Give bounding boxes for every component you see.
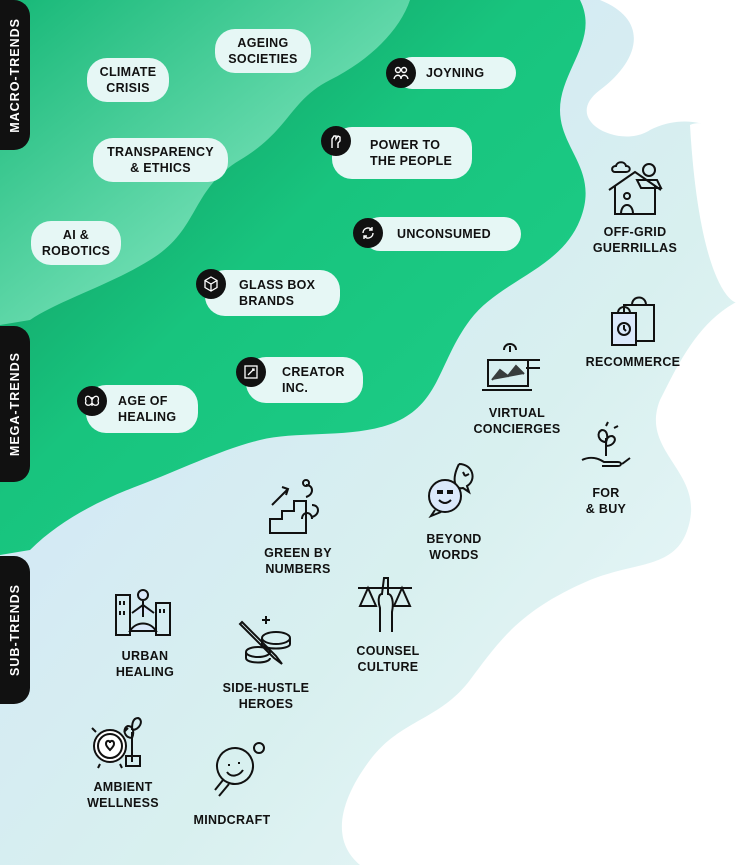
sub-recommerce: RECOMMERCE	[585, 355, 681, 369]
joyning-icon	[386, 58, 416, 88]
sub-virtual-concierges: VIRTUAL CONCIERGES	[473, 406, 561, 436]
macro-ageing-societies: AGEING SOCIETIES	[215, 29, 311, 73]
tier-label: MACRO-TRENDS	[8, 17, 22, 133]
raised-fist-icon	[321, 126, 351, 156]
cycle-arrows-icon	[353, 218, 383, 248]
tier-macro-trends: MACRO-TRENDS	[0, 0, 30, 150]
tier-mega-trends: MEGA-TRENDS	[0, 326, 30, 482]
pen-tool-icon	[236, 357, 266, 387]
shopping-bags-icon	[611, 296, 655, 346]
mega-joyning: JOYNING	[396, 57, 516, 89]
sub-for-and-buy: FOR & BUY	[585, 486, 627, 516]
sub-ambient-wellness: AMBIENT WELLNESS	[87, 780, 159, 810]
sub-side-hustle-heroes: SIDE-HUSTLE HEROES	[222, 681, 310, 711]
macro-ai-robotics: AI & ROBOTICS	[31, 221, 121, 265]
mega-glass-box-brands: GLASS BOX BRANDS	[205, 270, 340, 316]
tier-label: MEGA-TRENDS	[8, 351, 22, 457]
sub-counsel-culture: COUNSEL CULTURE	[356, 644, 420, 674]
tier-label: SUB-TRENDS	[8, 584, 22, 676]
city-meditation-icon	[115, 589, 171, 636]
sub-mindcraft: MINDCRAFT	[193, 813, 271, 827]
mega-power-to-the-people: POWER TO THE PEOPLE	[332, 127, 472, 179]
sub-green-by-numbers: GREEN BY NUMBERS	[264, 546, 332, 576]
macro-climate-crisis: CLIMATE CRISIS	[87, 58, 169, 102]
rising-graph-leaves-icon	[269, 479, 319, 534]
butterfly-icon	[77, 386, 107, 416]
scales-hand-icon	[358, 577, 412, 632]
off-grid-house-icon	[608, 161, 663, 215]
mega-unconsumed: UNCONSUMED	[363, 217, 521, 251]
sub-urban-healing: URBAN HEALING	[115, 649, 175, 679]
pencil-coins-icon	[238, 616, 291, 665]
tier-sub-trends: SUB-TRENDS	[0, 556, 30, 704]
cube-icon	[196, 269, 226, 299]
plant-in-hand-icon	[581, 421, 631, 467]
sub-beyond-words: BEYOND WORDS	[426, 532, 482, 562]
laptop-bell-icon	[482, 343, 540, 391]
racket-smile-icon	[214, 742, 265, 797]
sub-off-grid-guerrillas: OFF-GRID GUERRILLAS	[592, 225, 678, 255]
alarm-clock-plant-icon	[91, 716, 142, 769]
macro-transparency-ethics: TRANSPARENCY & ETHICS	[93, 138, 228, 182]
emoji-speech-icon	[428, 463, 474, 518]
mega-creator-inc: CREATOR INC.	[246, 357, 363, 403]
